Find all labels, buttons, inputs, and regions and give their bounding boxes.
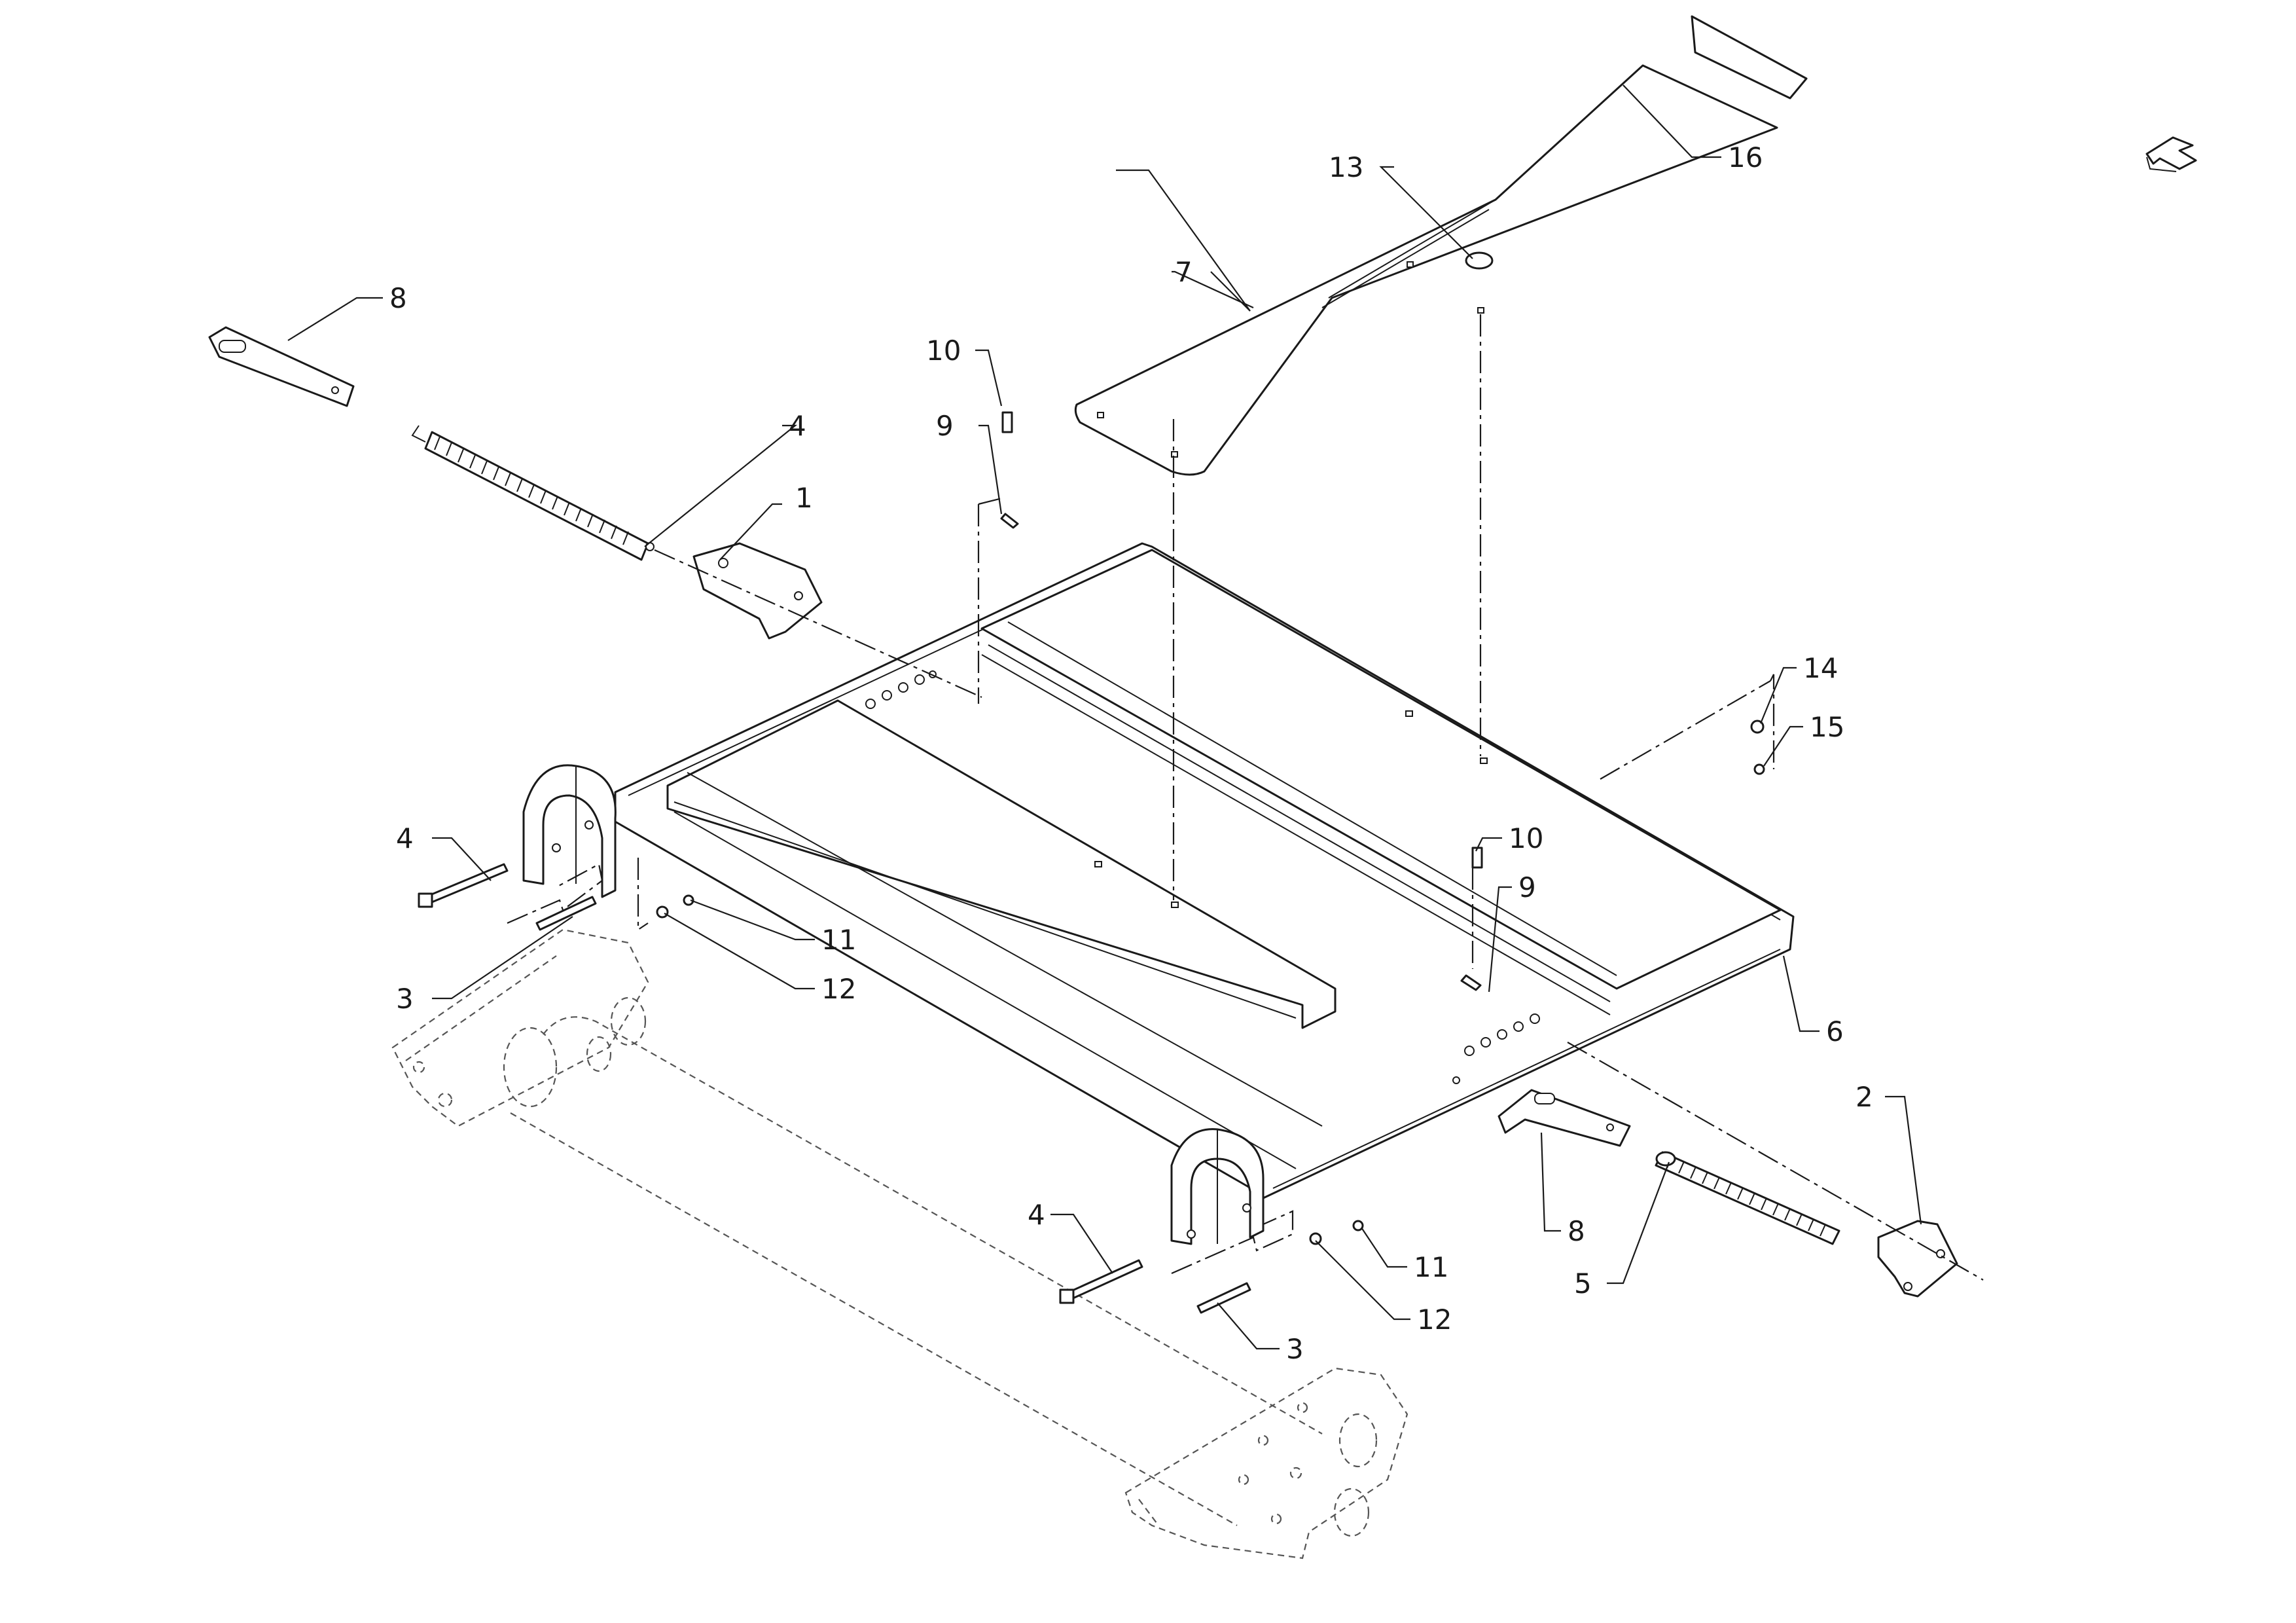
bolts-and-nuts [656, 411, 1765, 1245]
callout-3: 3 [396, 983, 414, 1015]
hanger-8-top [208, 326, 355, 407]
callout-2: 2 [1856, 1081, 1873, 1113]
callout-9: 9 [936, 410, 954, 442]
pin-4-left [418, 863, 509, 908]
pin-3-left [535, 896, 597, 931]
callout-8: 8 [389, 282, 407, 314]
callout-3: 3 [1286, 1333, 1304, 1365]
callout-15: 15 [1810, 711, 1844, 743]
callout-7: 7 [1175, 256, 1193, 288]
callout-labels: 1 2 3 3 4 4 4 5 6 7 8 8 9 9 10 10 11 11 … [389, 141, 1873, 1365]
return-arrow-icon[interactable] [2145, 136, 2197, 172]
leader-lines [287, 84, 1922, 1350]
callout-4: 4 [789, 410, 806, 442]
callout-6: 6 [1826, 1015, 1844, 1048]
callout-12: 12 [821, 973, 856, 1005]
pin-4-bottom [1059, 1259, 1143, 1304]
callout-11: 11 [1414, 1251, 1448, 1283]
main-frame [522, 542, 1795, 1245]
callout-8: 8 [1568, 1215, 1585, 1247]
callout-10: 10 [926, 335, 961, 367]
assembly-lines [507, 314, 1984, 1281]
callout-4: 4 [1028, 1199, 1045, 1231]
callout-9: 9 [1518, 871, 1536, 903]
spring-top [411, 425, 655, 561]
pin-3-bottom [1196, 1282, 1251, 1314]
callout-12: 12 [1417, 1304, 1452, 1336]
spring-bottom [1655, 1151, 1840, 1245]
callout-4: 4 [396, 822, 414, 854]
callout-13: 13 [1329, 151, 1363, 183]
bracket-1 [692, 542, 823, 640]
deck-plate [1074, 64, 1778, 476]
hanger-8-bottom [1498, 1089, 1631, 1147]
callout-16: 16 [1728, 141, 1763, 173]
callout-1: 1 [795, 482, 813, 514]
callout-5: 5 [1574, 1267, 1592, 1300]
callout-14: 14 [1803, 652, 1838, 684]
pad [1691, 15, 1808, 100]
bracket-2 [1877, 1220, 1958, 1298]
callout-11: 11 [821, 924, 856, 956]
callout-10: 10 [1509, 822, 1543, 854]
ghost-axle-assembly [391, 928, 1408, 1559]
